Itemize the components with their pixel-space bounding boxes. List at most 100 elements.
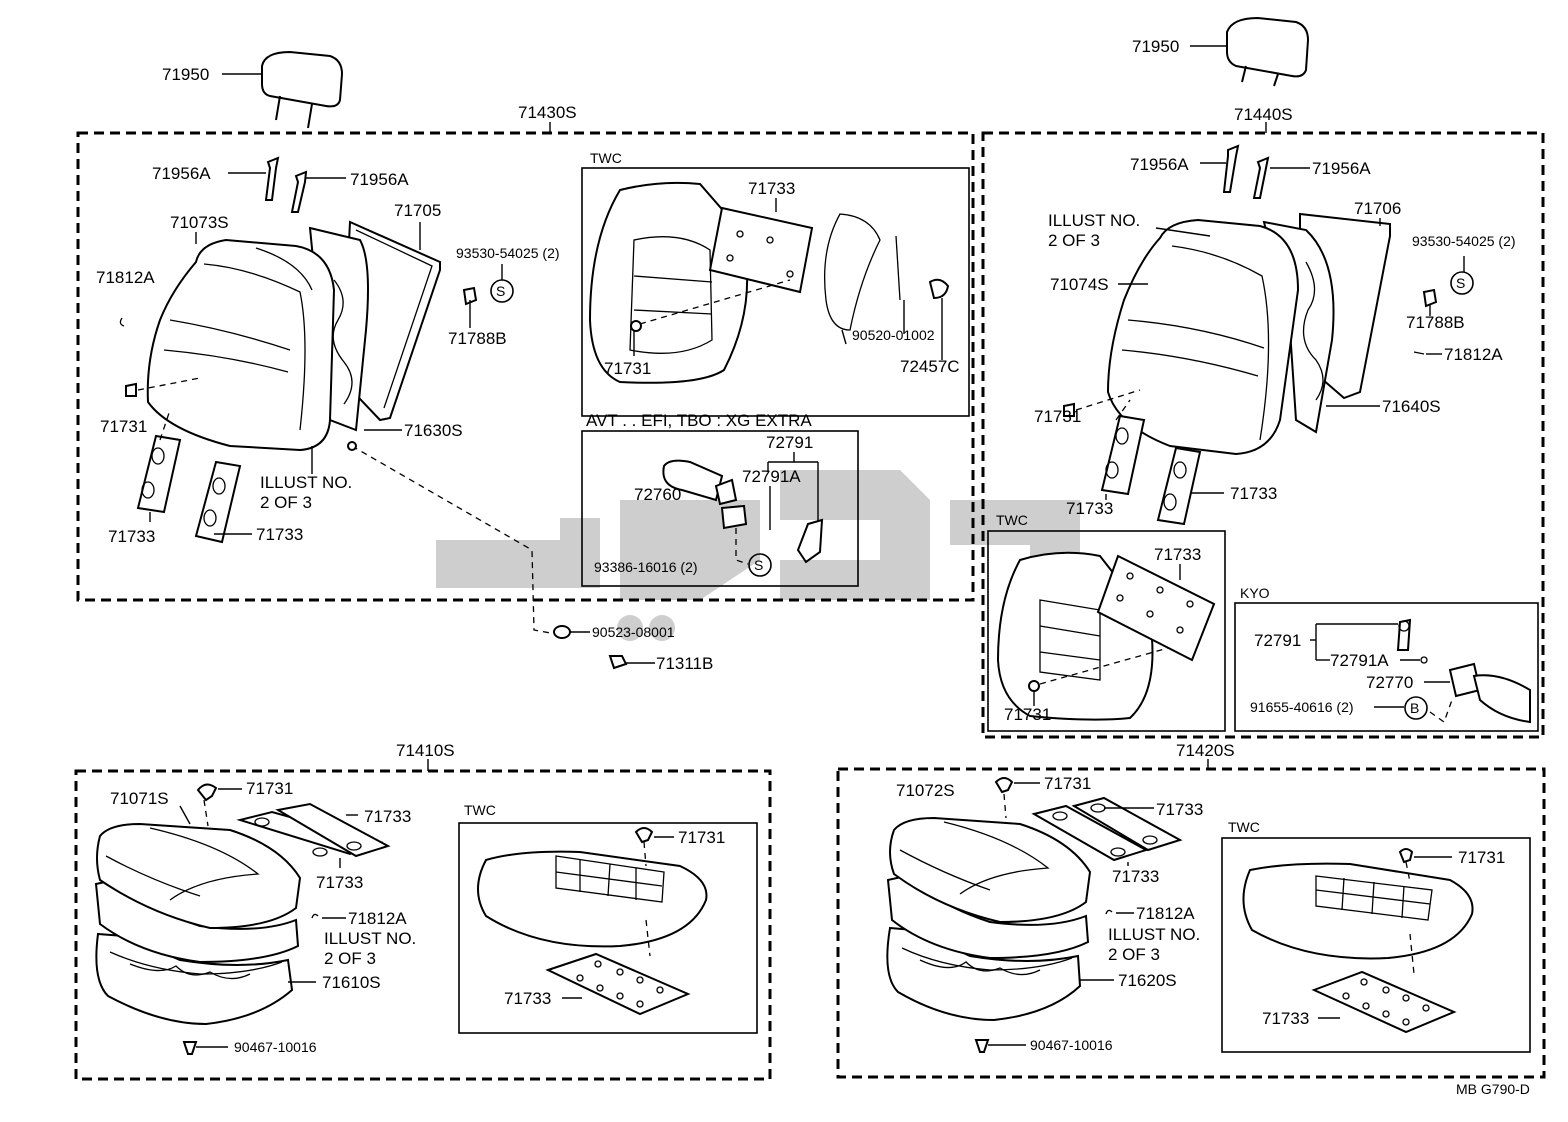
label-71640s: 71640S xyxy=(1382,397,1441,416)
headrest-right-illustration xyxy=(222,50,344,129)
symbol-s-3: S xyxy=(1456,275,1465,291)
cushion-left-illustration xyxy=(886,777,1183,1053)
twc-subbox-3 xyxy=(458,822,758,1034)
label-72457c: 72457C xyxy=(900,357,960,376)
cushion-left-box xyxy=(836,767,1546,1079)
label-71731-4: 71731 xyxy=(1004,705,1051,724)
label-71733-1: 71733 xyxy=(108,527,155,546)
label-71731-5: 71731 xyxy=(246,779,293,798)
label-2of3-4: 2 OF 3 xyxy=(1108,945,1160,964)
label-71731-6: 71731 xyxy=(678,828,725,847)
label-71731-3: 71731 xyxy=(1034,407,1081,426)
symbol-s-2: S xyxy=(754,557,763,573)
label-71630s: 71630S xyxy=(404,421,463,440)
label-71731-8: 71731 xyxy=(1458,848,1505,867)
symbol-b: B xyxy=(1410,700,1419,716)
label-71733-6: 71733 xyxy=(1154,545,1201,564)
label-71731-7: 71731 xyxy=(1044,774,1091,793)
twc-subbox-4 xyxy=(1221,837,1531,1053)
twc-seatback-illustration xyxy=(588,181,950,384)
label-71610s: 71610S xyxy=(322,973,381,992)
label-71812a-2: 71812A xyxy=(1444,345,1503,364)
label-90520: 90520-01002 xyxy=(852,327,935,343)
twc-cushion-right-illustration xyxy=(477,827,708,1016)
label-91655: 91655-40616 (2) xyxy=(1250,699,1354,715)
label-71733-3: 71733 xyxy=(748,179,795,198)
label-71812a-4: 71812A xyxy=(1136,904,1195,923)
diagram-code: MB G790-D xyxy=(1456,1081,1530,1097)
label-2of3-3: 2 OF 3 xyxy=(324,949,376,968)
label-71706: 71706 xyxy=(1354,199,1401,218)
seatback-right-box xyxy=(76,131,975,602)
label-72791a-1: 72791A xyxy=(742,467,801,486)
label-72791a-2: 72791A xyxy=(1330,651,1389,670)
twc-seatback-left-illustration xyxy=(996,551,1216,721)
seatback-left-illustration xyxy=(1063,144,1474,526)
label-kyo: KYO xyxy=(1240,585,1270,601)
label-71733-9: 71733 xyxy=(504,989,551,1008)
label-71733-2: 71733 xyxy=(256,525,303,544)
avt-subbox xyxy=(581,430,859,587)
label-twc-3: TWC xyxy=(464,802,496,818)
headrest-left-illustration xyxy=(1190,16,1310,87)
label-71788b-2: 71788B xyxy=(1406,313,1465,332)
label-71956a-1: 71956A xyxy=(152,164,211,183)
cushion-right-box xyxy=(74,769,772,1081)
label-72770: 72770 xyxy=(1366,673,1413,692)
label-avt: AVT . . EFI, TBO : XG EXTRA xyxy=(586,411,812,430)
group-label-71420s: 71420S xyxy=(1176,741,1235,760)
label-90467-2: 90467-10016 xyxy=(1030,1037,1113,1053)
seatback-left-box xyxy=(981,131,1545,739)
label-93530-1: 93530-54025 (2) xyxy=(456,245,560,261)
label-71073s: 71073S xyxy=(170,213,229,232)
label-twc-2: TWC xyxy=(996,512,1028,528)
label-71705: 71705 xyxy=(394,201,441,220)
label-71731-2: 71731 xyxy=(604,359,651,378)
label-71733-4: 71733 xyxy=(1230,484,1277,503)
label-illust-2: ILLUST NO. xyxy=(1048,211,1140,230)
label-72791-2: 72791 xyxy=(1254,631,1301,650)
label-90467-1: 90467-10016 xyxy=(234,1039,317,1055)
avt-lumbar-illustration xyxy=(662,452,824,577)
label-71956a-2: 71956A xyxy=(350,170,409,189)
seatback-right-illustration xyxy=(119,156,557,635)
label-71072s: 71072S xyxy=(896,781,955,800)
label-93530-2: 93530-54025 (2) xyxy=(1412,233,1516,249)
label-72760: 72760 xyxy=(634,485,681,504)
label-71950-right: 71950 xyxy=(162,65,209,84)
kyo-lumbar-illustration xyxy=(1310,618,1531,724)
label-71733-8: 71733 xyxy=(316,873,363,892)
cushion-right-illustration xyxy=(94,783,391,1055)
kyo-subbox xyxy=(1234,602,1539,732)
label-71620s: 71620S xyxy=(1118,971,1177,990)
label-71812a-1: 71812A xyxy=(96,268,155,287)
twc-subbox-1 xyxy=(581,167,970,417)
label-twc-4: TWC xyxy=(1228,819,1260,835)
group-label-71410s: 71410S xyxy=(396,741,455,760)
label-twc-1: TWC xyxy=(590,150,622,166)
label-71733-12: 71733 xyxy=(1262,1009,1309,1028)
label-71733-11: 71733 xyxy=(1112,867,1159,886)
label-93386: 93386-16016 (2) xyxy=(594,559,698,575)
label-71311b: 71311B xyxy=(656,654,713,673)
label-71788b-1: 71788B xyxy=(448,329,507,348)
label-71733-10: 71733 xyxy=(1156,800,1203,819)
label-71956a-4: 71956A xyxy=(1312,159,1371,178)
label-71733-7: 71733 xyxy=(364,807,411,826)
group-label-71430s: 71430S xyxy=(518,103,577,122)
label-71956a-3: 71956A xyxy=(1130,155,1189,174)
label-72791-1: 72791 xyxy=(766,433,813,452)
twc-subbox-2 xyxy=(987,530,1226,732)
label-illust-4: ILLUST NO. xyxy=(1108,925,1200,944)
label-2of3-2: 2 OF 3 xyxy=(1048,231,1100,250)
label-71950-left: 71950 xyxy=(1132,37,1179,56)
label-71074s: 71074S xyxy=(1050,275,1109,294)
label-2of3-1: 2 OF 3 xyxy=(260,493,312,512)
label-71733-5: 71733 xyxy=(1066,499,1113,518)
label-illust-1: ILLUST NO. xyxy=(260,473,352,492)
symbol-s-1: S xyxy=(496,283,505,299)
label-illust-3: ILLUST NO. xyxy=(324,929,416,948)
nut-bolt-illustration xyxy=(553,625,655,670)
